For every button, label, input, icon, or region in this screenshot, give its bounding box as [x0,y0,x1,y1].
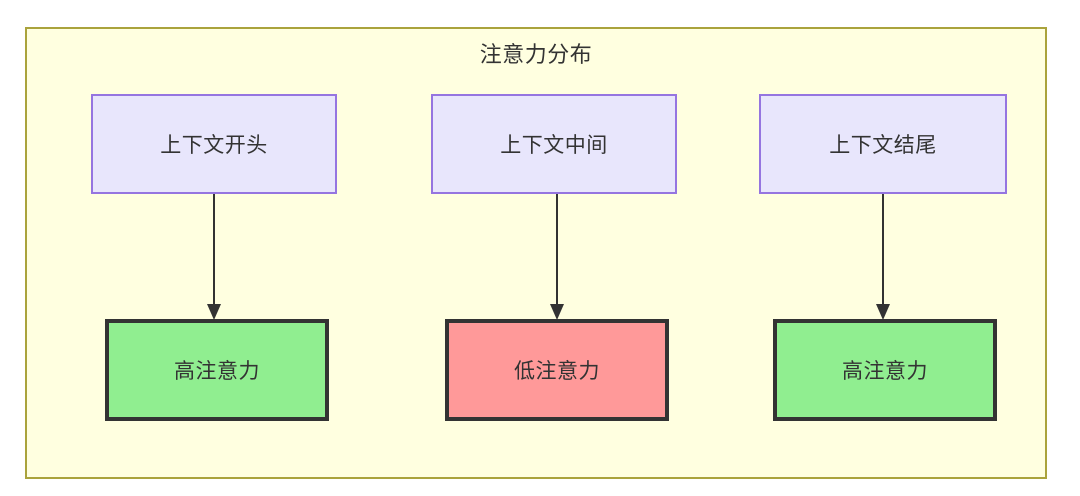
node-high-attention-end[interactable]: 高注意力 [773,319,997,421]
arrow-down-icon [550,194,564,320]
arrow-down-icon [876,194,890,320]
node-context-middle[interactable]: 上下文中间 [431,94,677,194]
arrow-down-icon [207,194,221,320]
node-high-attention-beginning-label: 高注意力 [174,360,260,383]
edge-middle-to-low-attention [547,194,567,321]
edge-end-to-high-attention [873,194,893,321]
node-context-end[interactable]: 上下文结尾 [759,94,1007,194]
node-high-attention-end-label: 高注意力 [842,360,928,383]
node-context-beginning[interactable]: 上下文开头 [91,94,337,194]
node-high-attention-beginning[interactable]: 高注意力 [105,319,329,421]
attention-distribution-group: 注意力分布 上下文开头 上下文中间 上下文结尾 [25,27,1047,479]
node-low-attention-middle-label: 低注意力 [514,360,600,383]
node-context-end-label: 上下文结尾 [829,134,937,157]
node-context-middle-label: 上下文中间 [500,134,608,157]
diagram-title: 注意力分布 [479,42,593,67]
edge-beginning-to-high-attention [204,194,224,321]
node-context-beginning-label: 上下文开头 [160,134,268,157]
node-low-attention-middle[interactable]: 低注意力 [445,319,669,421]
